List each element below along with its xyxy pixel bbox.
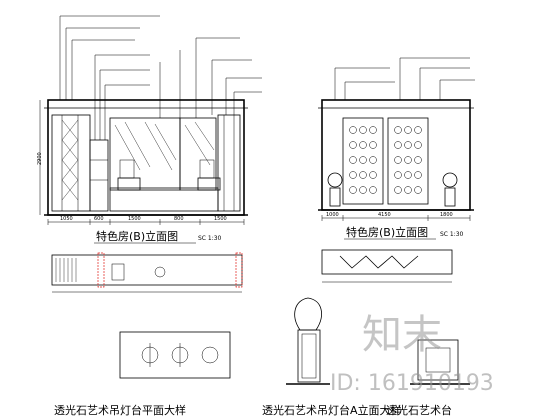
lamp-plan-outline — [119, 331, 231, 379]
detail-stone-table: 透光石艺术台 — [386, 339, 470, 417]
watermark: 知末 ID: 161910193 — [330, 312, 494, 396]
right-elevation-frame — [321, 99, 471, 211]
drawing-title: 特色房(B)立面图 — [346, 225, 428, 239]
dim-label: 800 — [174, 216, 184, 222]
stone-panel-left — [342, 117, 384, 205]
drawing-title: 特色房(B)立面图 — [96, 229, 178, 243]
dim-label: 1000 — [326, 212, 339, 218]
zigzag-lamp — [339, 255, 419, 269]
planter-left — [327, 172, 343, 188]
dim-label: 2900 — [37, 152, 43, 165]
drawing-title: 透光石艺术台 — [386, 403, 452, 417]
dim-label: 4150 — [378, 212, 391, 218]
lamp-right — [199, 159, 215, 179]
right-column — [217, 114, 241, 212]
vase-outline — [294, 297, 322, 331]
drawing-scale: SC 1:30 — [440, 231, 464, 238]
dim-label: 1500 — [214, 216, 227, 222]
detail-lamp-elevation — [321, 249, 453, 283]
lamp-strip — [321, 249, 453, 275]
drawing-scale: SC 1:30 — [198, 235, 222, 242]
table-outline — [417, 339, 459, 381]
annotation-leaders — [59, 15, 262, 140]
dim-label: 600 — [94, 216, 104, 222]
dim-label: 1500 — [128, 216, 141, 222]
watermark-logo: 知末 — [362, 312, 442, 358]
dim-label: 1800 — [440, 212, 453, 218]
detail-lamp-plan: 透光石艺术吊灯台平面大样 — [54, 331, 231, 417]
watermark-id: ID: 161910193 — [330, 371, 494, 396]
left-elevation: 1050 600 1500 800 1500 2900 — [37, 15, 262, 244]
left-elevation-frame — [47, 99, 245, 216]
drawing-title: 透光石艺术吊灯台平面大样 — [54, 403, 186, 417]
fixture — [154, 266, 166, 278]
detail-vase-elevation: 透光石艺术吊灯台A立面大样 — [262, 297, 402, 417]
mirror-wall — [109, 117, 181, 191]
stone-panel-right — [387, 117, 429, 205]
drawing-title: 透光石艺术吊灯台A立面大样 — [262, 403, 402, 417]
bed-base — [109, 187, 219, 212]
lamp-left — [119, 159, 135, 179]
vase-pedestal — [297, 329, 321, 383]
wardrobe-panel — [51, 114, 91, 212]
fixture — [111, 263, 125, 281]
plan-outline — [51, 254, 243, 286]
planter-right — [442, 172, 458, 188]
detail-plan-strip — [51, 252, 243, 293]
annotation-leaders — [334, 57, 475, 100]
dim-label: 1050 — [60, 216, 73, 222]
right-elevation: 1000 4150 1800 特色房(B)立面图 SC 1:30 — [318, 57, 475, 240]
side-cabinet — [89, 139, 109, 212]
